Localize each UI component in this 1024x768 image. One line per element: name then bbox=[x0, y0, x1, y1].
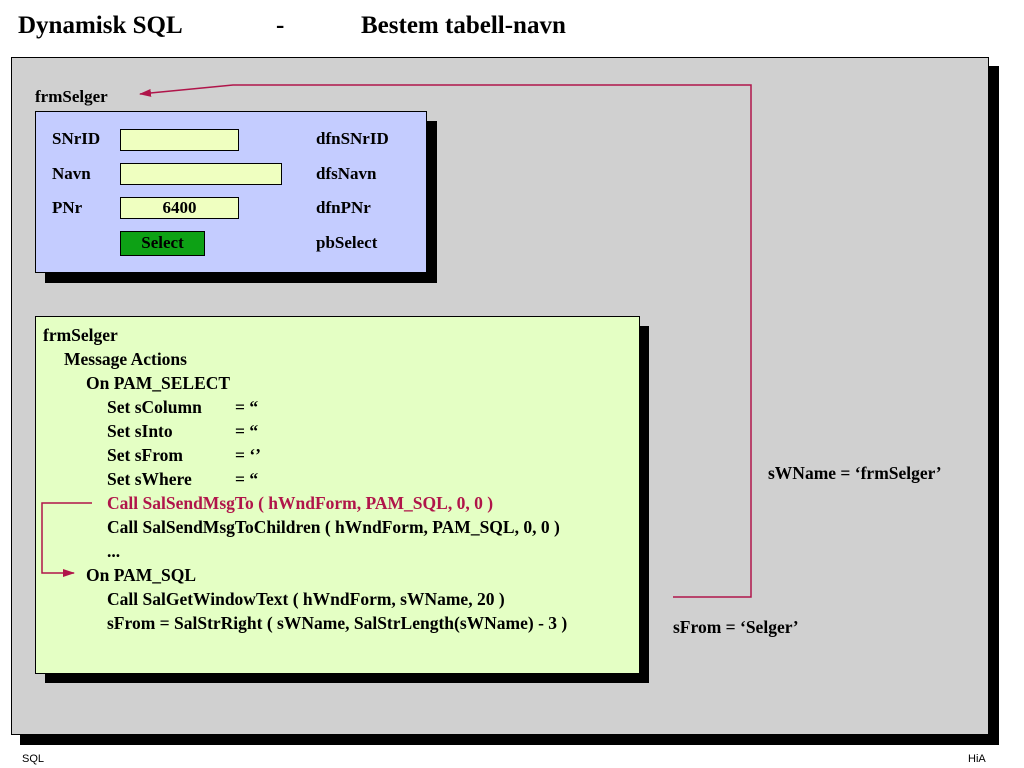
code-line: Set sWhere bbox=[107, 469, 192, 489]
form-caption: frmSelger bbox=[35, 87, 108, 106]
code-line-highlight: Call SalSendMsgTo ( hWndForm, PAM_SQL, 0… bbox=[107, 493, 494, 513]
title-left: Dynamisk SQL bbox=[18, 12, 183, 39]
swname-annotation: sWName = ‘frmSelger’ bbox=[768, 463, 942, 483]
code-line: Set sColumn bbox=[107, 397, 202, 417]
code-line: On PAM_SQL bbox=[86, 565, 197, 585]
code-line: On PAM_SELECT bbox=[86, 373, 231, 393]
navn-field[interactable] bbox=[120, 163, 282, 185]
code-line-value: = “ bbox=[235, 397, 259, 417]
code-line-value: = “ bbox=[235, 469, 259, 489]
name-dfnpnr: dfnPNr bbox=[316, 198, 371, 217]
code-line: Call SalGetWindowText ( hWndForm, sWName… bbox=[107, 589, 505, 609]
code-line: ... bbox=[107, 541, 121, 561]
snrid-field[interactable] bbox=[120, 129, 239, 151]
return-arrow bbox=[139, 84, 752, 598]
title-dash: - bbox=[276, 12, 285, 39]
label-pnr: PNr bbox=[52, 198, 83, 217]
sfrom-annotation: sFrom = ‘Selger’ bbox=[673, 617, 799, 637]
name-pbselect: pbSelect bbox=[316, 233, 378, 252]
label-navn: Navn bbox=[52, 164, 91, 183]
code-line: Set sInto bbox=[107, 421, 173, 441]
code-line: frmSelger bbox=[43, 325, 118, 345]
code-line-value: = “ bbox=[235, 421, 259, 441]
label-snrid: SNrID bbox=[52, 129, 101, 148]
code-line-value: = ‘’ bbox=[235, 445, 262, 465]
code-line: sFrom = SalStrRight ( sWName, SalStrLeng… bbox=[107, 613, 568, 633]
footer-left: SQL bbox=[22, 753, 45, 765]
code-line: Message Actions bbox=[64, 349, 187, 369]
title-right: Bestem tabell-navn bbox=[361, 12, 566, 39]
name-dfnsnrid: dfnSNrID bbox=[316, 129, 389, 148]
code-box bbox=[35, 316, 640, 674]
sendmsg-arrow bbox=[41, 502, 92, 577]
name-dfsnavn: dfsNavn bbox=[316, 164, 377, 183]
pnr-field[interactable]: 6400 bbox=[120, 197, 239, 219]
code-line: Call SalSendMsgToChildren ( hWndForm, PA… bbox=[107, 517, 560, 537]
select-button[interactable]: Select bbox=[120, 231, 205, 256]
code-line: Set sFrom bbox=[107, 445, 183, 465]
footer-right: HiA bbox=[968, 753, 986, 765]
